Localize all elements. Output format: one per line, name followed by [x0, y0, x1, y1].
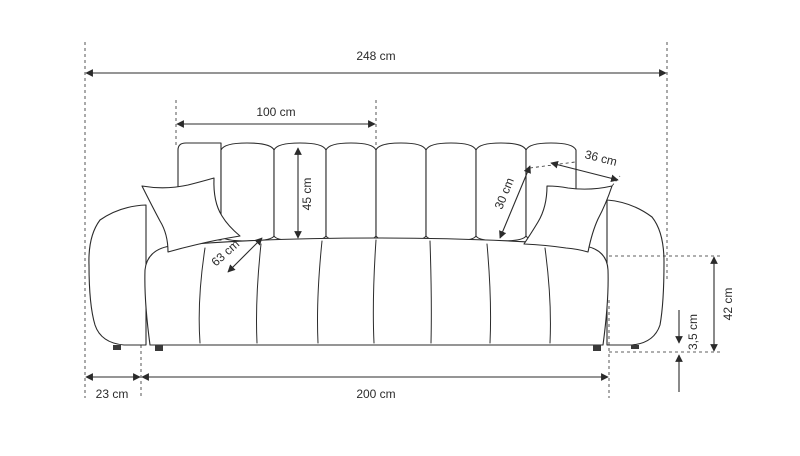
back-cushion-4	[325, 142, 377, 242]
sofa-drawing	[88, 142, 665, 351]
seat-depth-line	[227, 237, 263, 273]
back-cushion-width-label: 100 cm	[256, 105, 295, 119]
back-cushion-6	[425, 142, 477, 242]
right-throw-pillow	[523, 185, 613, 253]
extension-line	[611, 175, 621, 187]
seat-width-label: 200 cm	[356, 387, 395, 401]
back-cushions	[177, 142, 577, 242]
sofa-leg	[631, 345, 639, 349]
sofa-leg	[113, 345, 121, 350]
back-cushion-5	[375, 142, 427, 242]
pillow-height-line	[499, 165, 531, 239]
pillow-width-label: 36 cm	[583, 147, 618, 168]
overall-width-label: 248 cm	[356, 49, 395, 63]
seat-seam	[486, 243, 492, 344]
leg-height-label: 3,5 cm	[686, 314, 700, 350]
dimension-labels: 248 cm 100 cm 45 cm 36 cm 30 cm 63 cm 42…	[96, 49, 735, 401]
sofa-leg	[593, 345, 601, 351]
back-cushion-height-label: 45 cm	[300, 178, 314, 211]
seat-seam	[429, 240, 432, 344]
pillow-width-line	[550, 160, 619, 183]
seat-height-label: 42 cm	[721, 288, 735, 321]
left-armrest	[88, 204, 147, 346]
seat-seam	[372, 239, 377, 344]
sofa-leg	[155, 345, 163, 351]
seat-seams	[198, 239, 551, 344]
dimension-lines	[84, 42, 720, 398]
seat-seam	[317, 240, 323, 344]
seat-seam	[544, 247, 551, 344]
left-throw-pillow	[141, 177, 241, 253]
right-armrest	[606, 199, 665, 346]
armrest-width-label: 23 cm	[96, 387, 129, 401]
seat-seam	[198, 247, 206, 344]
